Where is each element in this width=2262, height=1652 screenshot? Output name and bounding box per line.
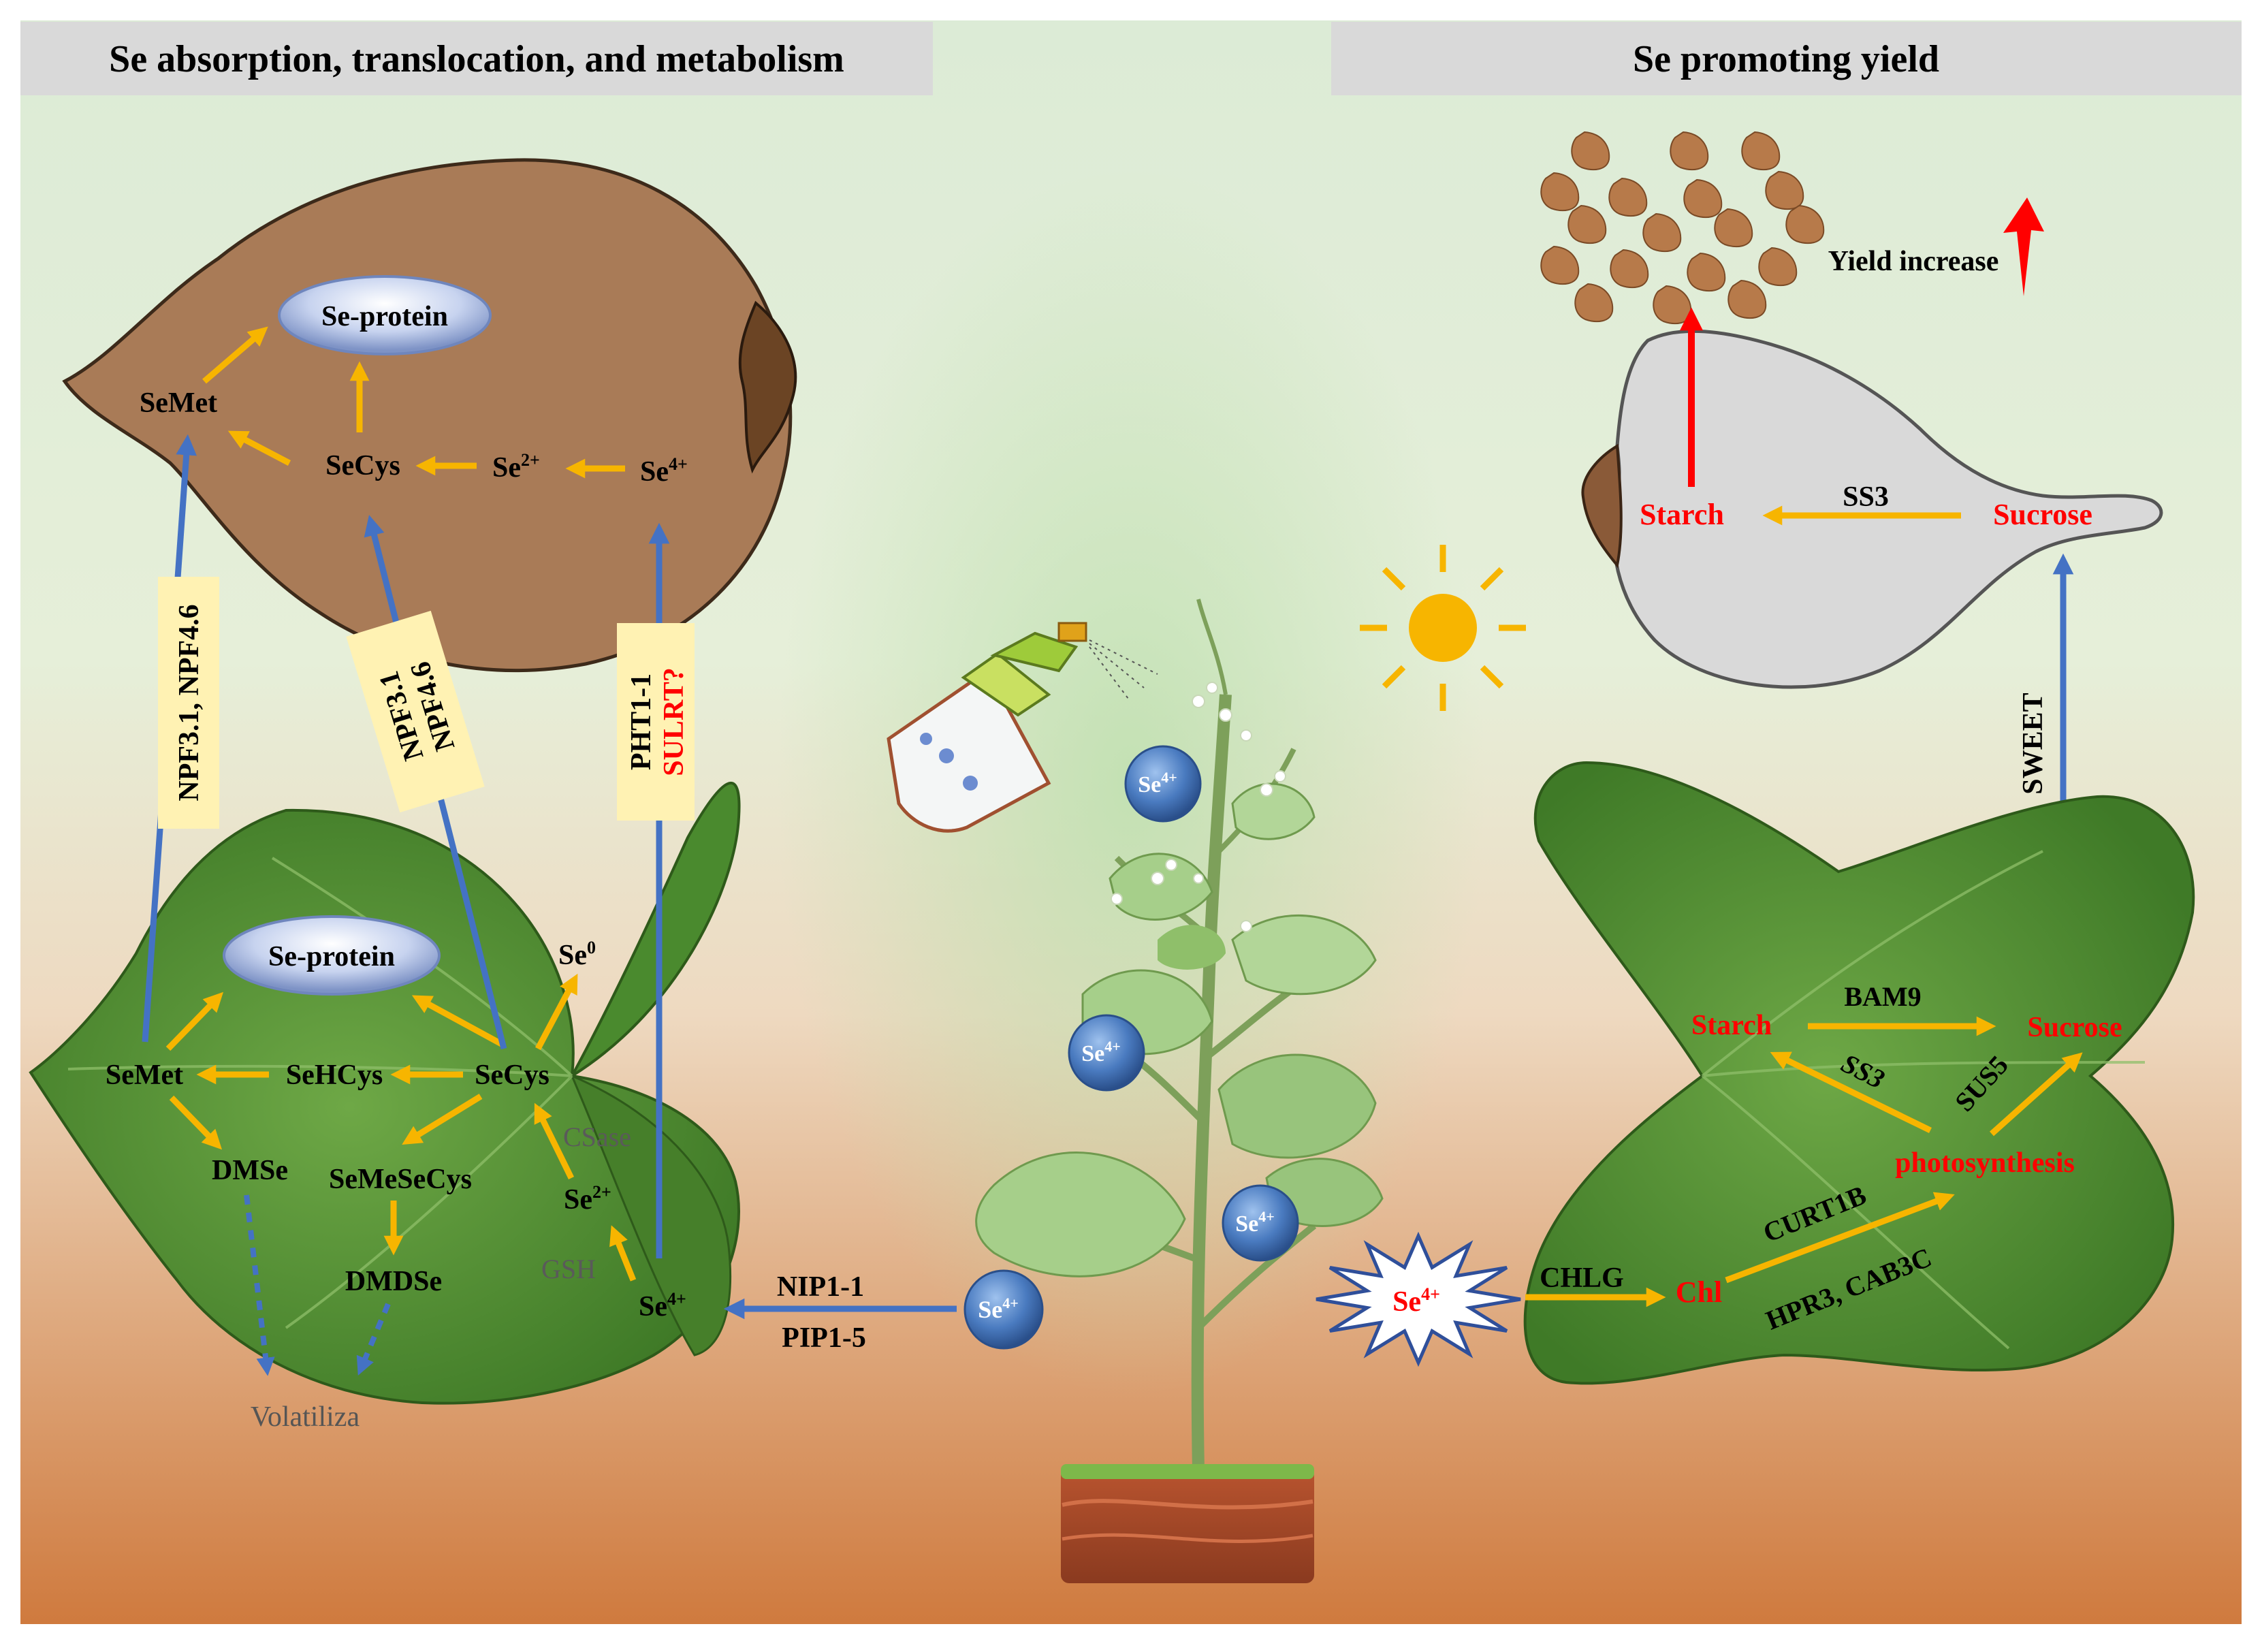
- transporter-t1: NPF3.1, NPF4.6: [174, 604, 205, 801]
- leaf-left-semet: SeMet: [106, 1060, 183, 1091]
- buckwheat-grain: [1670, 131, 1709, 171]
- buckwheat-grain: [1608, 177, 1648, 217]
- leaf-left-sehcys: SeHCys: [286, 1060, 383, 1091]
- leaf-left-arrows: [165, 973, 637, 1282]
- ion-1: Se4+: [1124, 745, 1202, 823]
- plant: [975, 599, 1384, 1472]
- svg-text:Se4+: Se4+: [1138, 769, 1177, 797]
- seed-right-sucrose: Sucrose: [1993, 498, 2092, 531]
- yield-label: Yield increase: [1828, 246, 1999, 277]
- buckwheat-grain: [1765, 170, 1804, 210]
- seed-left-shape: [62, 158, 793, 672]
- header-right-bg: [1331, 22, 2242, 95]
- header-right: Se promoting yield: [1633, 38, 1939, 80]
- buckwheat-grain: [1571, 131, 1610, 171]
- seed-left-se-protein-oval: [278, 275, 492, 355]
- seed-left-se-protein: Se-protein: [321, 301, 448, 332]
- star-label: Se4+: [1392, 1284, 1440, 1318]
- leaf-left-csase: CSase: [563, 1122, 631, 1152]
- uptake-pip: PIP1-5: [782, 1322, 866, 1354]
- transporter-t3-group: PHT1-1 SULRT?: [617, 623, 695, 821]
- seed-right-ss3: SS3: [1843, 481, 1889, 513]
- buckwheat-grain: [1540, 172, 1580, 212]
- ion-4: Se4+: [963, 1269, 1044, 1350]
- leaf-left-dmse: DMSe: [212, 1155, 288, 1186]
- transporter-t3-line1: PHT1-1: [626, 673, 657, 770]
- leaf-right-bam9: BAM9: [1844, 981, 1921, 1012]
- leaf-right-sus5-arrow: [1989, 1052, 2083, 1137]
- seed-left-hilum: [738, 300, 797, 474]
- leaf-right-starch: Starch: [1691, 1010, 1772, 1041]
- leaf-right-sucrose: Sucrose: [2027, 1012, 2122, 1043]
- leaf-right-photosynthesis: photosynthesis: [1895, 1147, 2075, 1179]
- volatilization-arrows: [244, 1194, 391, 1376]
- sweet-label: SWEET: [2018, 693, 2049, 794]
- svg-text:Se4+: Se4+: [1235, 1208, 1275, 1237]
- leaf-left-se2: Se2+: [564, 1182, 611, 1216]
- yield-up-arrow: [2003, 197, 2044, 296]
- seed-right-shape: [1612, 329, 2163, 689]
- leaf-left-se-protein-oval: [223, 915, 441, 996]
- seed-left-se2: Se2+: [492, 450, 540, 483]
- seed-left-arrows: [202, 326, 625, 479]
- sprayer-icon: [887, 622, 1158, 833]
- transporter-t2-group: NPF3.1 NPF4.6: [346, 610, 485, 813]
- buckwheat-grain: [1785, 204, 1825, 244]
- soil-pot: [1061, 1464, 1314, 1583]
- buckwheat-grain: [1758, 247, 1798, 287]
- leaf-right-chlg: CHLG: [1540, 1262, 1624, 1294]
- seed-right-hilum: [1581, 443, 1623, 569]
- leaf-left-gsh: GSH: [541, 1254, 596, 1284]
- ion-3: Se4+: [1222, 1184, 1299, 1262]
- ion-2: Se4+: [1068, 1014, 1145, 1092]
- buckwheat-grain: [1727, 279, 1767, 319]
- leaf-left-se-protein: Se-protein: [268, 941, 395, 972]
- seed-left-se4: Se4+: [640, 454, 688, 488]
- svg-text:Se4+: Se4+: [978, 1294, 1019, 1323]
- leaf-left-volatiliza: Volatiliza: [251, 1401, 360, 1433]
- svg-text:Se4+: Se4+: [1081, 1038, 1121, 1066]
- transporter-t3-line2: SULRT?: [658, 667, 690, 776]
- buckwheat-grain: [1687, 252, 1726, 292]
- leaf-left-secys: SeCys: [475, 1060, 549, 1091]
- leaf-left-upper: [568, 782, 741, 1080]
- seed-right-starch: Starch: [1640, 498, 1724, 531]
- buckwheat-grain: [1683, 178, 1723, 219]
- buckwheat-grain: [1610, 249, 1649, 289]
- buckwheat-grain: [1642, 212, 1682, 253]
- sweet-label-group: SWEET: [2018, 693, 2049, 794]
- leaf-right-ss3-arrow: [1770, 1051, 1932, 1134]
- leaf-left-se0: Se0: [558, 938, 596, 971]
- leaf-right-chl: Chl: [1676, 1275, 1722, 1309]
- leaf-right-photo-arrow: [1725, 1192, 1955, 1284]
- seed-left-secys: SeCys: [325, 450, 400, 481]
- transporter-t1-group: NPF3.1, NPF4.6: [158, 577, 219, 829]
- buckwheat-grain: [1714, 208, 1753, 248]
- buckwheat-grain: [1741, 131, 1781, 171]
- buckwheat-grain: [1567, 204, 1607, 244]
- sun-icon: [1360, 545, 1526, 711]
- buckwheat-grain: [1574, 283, 1614, 323]
- leaf-left-semesecys: SeMeSeCys: [329, 1164, 472, 1195]
- uptake-nip: NIP1-1: [777, 1271, 864, 1303]
- leaf-left-lower: [570, 1074, 731, 1356]
- seed-left-semet: SeMet: [140, 387, 217, 419]
- leaf-right-shape: [1523, 761, 2195, 1385]
- header-left: Se absorption, translocation, and metabo…: [109, 38, 844, 80]
- leaf-left-dmdse: DMDSe: [345, 1266, 442, 1297]
- seed-cluster: [1540, 131, 1825, 325]
- leaf-left-se4: Se4+: [639, 1289, 686, 1322]
- star-burst: Se4+: [1316, 1231, 1521, 1367]
- header-left-bg: [20, 22, 933, 95]
- buckwheat-grain: [1540, 245, 1580, 285]
